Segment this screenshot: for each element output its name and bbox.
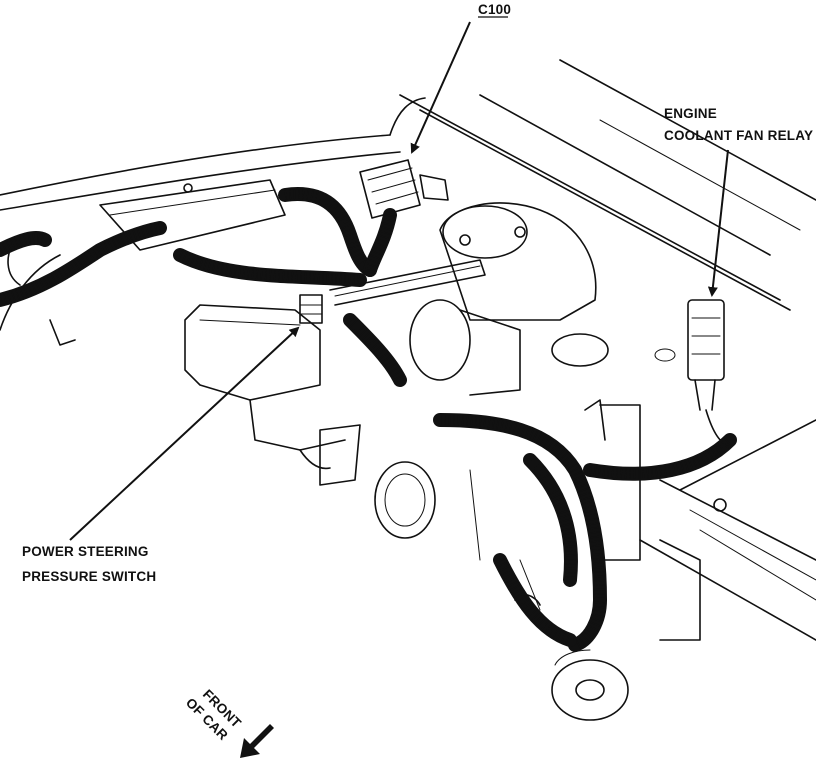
radiator-support — [584, 399, 816, 641]
c100-connector — [359, 159, 449, 219]
arrow-down-left-icon — [240, 724, 274, 758]
left-wiring-harness — [0, 179, 286, 346]
coolant-fan-relay — [687, 299, 731, 446]
ps-pressure-switch — [299, 294, 323, 324]
upper-harness — [173, 187, 397, 287]
c100-leader — [410, 21, 471, 154]
misc-parts — [319, 424, 701, 641]
relay-leader — [707, 149, 729, 297]
intake-duct — [343, 299, 521, 539]
relay-label-line1: ENGINE — [664, 106, 717, 121]
ps-switch-label-line2: PRESSURE SWITCH — [22, 569, 156, 584]
engine-top — [329, 202, 597, 321]
c100-label: C100 — [478, 2, 511, 17]
leader-lines — [69, 21, 729, 541]
horn — [551, 649, 629, 721]
front-of-car-label: FRONT OF CAR — [183, 687, 245, 744]
fender-outline — [0, 59, 816, 331]
oil-cap — [551, 333, 676, 367]
ps-switch-leader — [69, 326, 300, 541]
ps-switch-label-line1: POWER STEERING — [22, 544, 149, 559]
relay-label-line2: COOLANT FAN RELAY — [664, 128, 813, 143]
fluid-reservoir — [184, 304, 346, 470]
lower-harness — [433, 413, 737, 652]
